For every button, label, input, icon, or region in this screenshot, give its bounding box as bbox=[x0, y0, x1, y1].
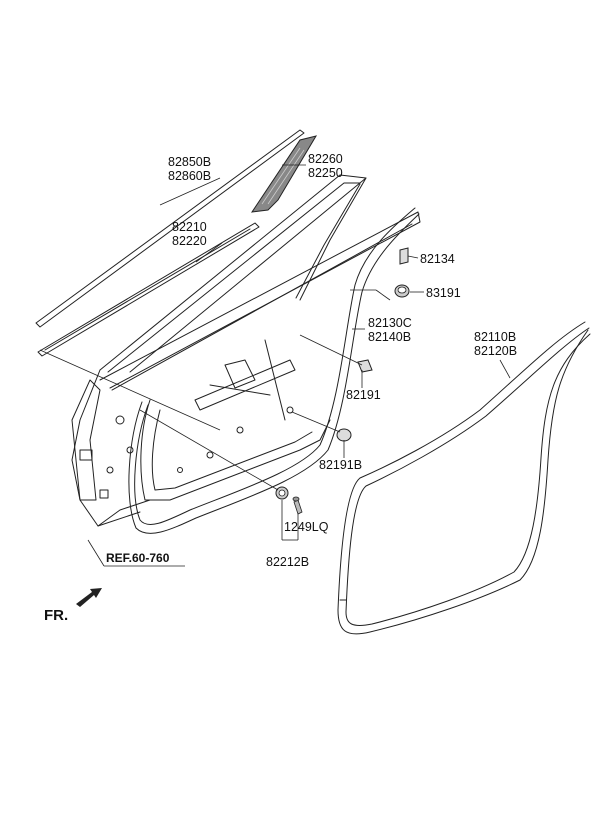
front-direction-label: FR. bbox=[44, 607, 68, 624]
label-82191: 82191 bbox=[346, 388, 381, 402]
label-82220: 82220 bbox=[172, 234, 207, 248]
label-82134: 82134 bbox=[420, 252, 455, 266]
plug-82191b bbox=[336, 428, 352, 442]
plug-83191 bbox=[394, 284, 410, 298]
label-82130c: 82130C bbox=[368, 316, 412, 330]
label-1249lq: 1249LQ bbox=[284, 520, 329, 534]
label-82860b: 82860B bbox=[168, 169, 211, 183]
leader-lines bbox=[39, 164, 511, 567]
label-82191b: 82191B bbox=[319, 458, 362, 472]
screw-1249lq bbox=[292, 496, 303, 515]
plug-82191 bbox=[357, 359, 373, 373]
label-82140b: 82140B bbox=[368, 330, 411, 344]
label-82120b: 82120B bbox=[474, 344, 517, 358]
door-frame-assembly bbox=[71, 174, 421, 527]
body-side-weatherstrip bbox=[337, 321, 591, 635]
front-direction-arrow-icon bbox=[76, 588, 102, 607]
reference-label: REF.60-760 bbox=[106, 551, 170, 565]
grommet-82212b bbox=[275, 486, 289, 500]
label-82110b: 82110B bbox=[474, 330, 516, 344]
belt-weatherstrip-inner bbox=[37, 222, 260, 357]
label-83191: 83191 bbox=[426, 286, 461, 300]
label-82260: 82260 bbox=[308, 152, 343, 166]
belt-moulding-outer bbox=[35, 129, 305, 328]
label-82250: 82250 bbox=[308, 166, 343, 180]
clip-82134 bbox=[399, 247, 409, 265]
label-82210: 82210 bbox=[172, 220, 207, 234]
door-frame-weatherstrip bbox=[128, 207, 420, 534]
label-82850b: 82850B bbox=[168, 155, 211, 169]
label-82212b: 82212B bbox=[266, 555, 309, 569]
delta-garnish bbox=[250, 135, 318, 213]
